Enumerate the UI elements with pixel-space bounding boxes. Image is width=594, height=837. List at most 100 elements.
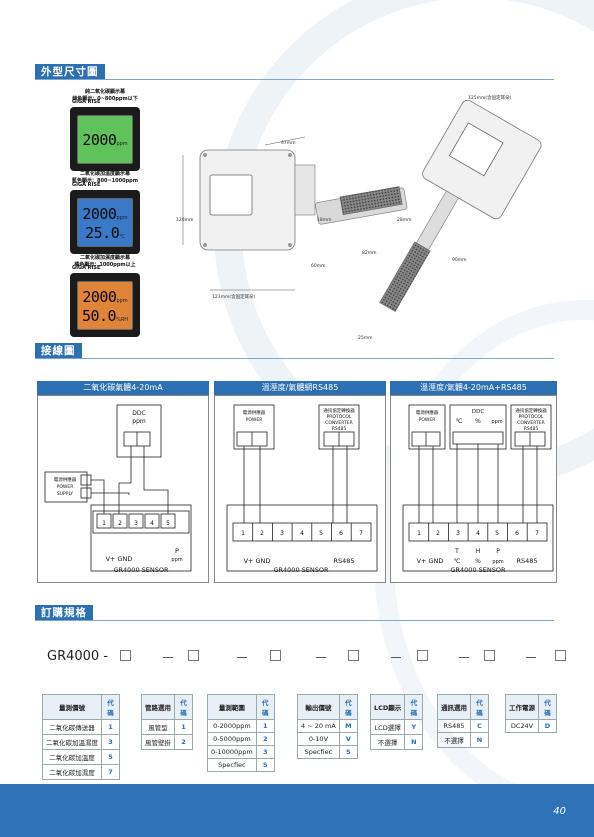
svg-text:7: 7 — [359, 530, 363, 537]
converter-label-en: CONVERTER — [325, 420, 353, 426]
sensor-terminal-block — [92, 510, 190, 534]
table-cell-code: 1 — [255, 719, 275, 733]
model-prefix: GR4000 - — [47, 649, 109, 664]
table-cell-code: 5 — [101, 749, 120, 765]
section-title-wiring: 接線圖 — [35, 343, 82, 359]
page-number: 40 — [553, 806, 566, 817]
ppm-small-label: ppm — [492, 559, 503, 565]
spec-box[interactable] — [120, 650, 131, 661]
converter-label-cn: 通訊協定轉換器 — [515, 407, 547, 414]
section-title-dimensions: 外型尺寸圖 — [35, 64, 105, 80]
converter-label-cn: 通訊協定轉換器 — [323, 407, 355, 414]
dimension-label: 120mm — [176, 218, 194, 223]
lcd-caption-line: 綠色顯示：0~800ppm以下 — [72, 96, 138, 102]
lcd-reading: 2000 — [82, 131, 117, 149]
spec-box[interactable] — [417, 650, 428, 661]
rs485-label: RS485 — [333, 557, 354, 565]
section-divider — [35, 620, 554, 621]
brand-label: GIGA RISE — [72, 265, 101, 271]
percent-label: % — [475, 558, 481, 565]
svg-text:5: 5 — [495, 530, 499, 537]
table-cell-code: 2 — [174, 734, 193, 750]
lcd-reading: 2000 — [82, 204, 117, 223]
lcd-unit: ppm — [116, 214, 128, 221]
page-footer: 40 — [0, 784, 594, 837]
lcd-display-orange: GIGA RISE 2000ppm 50.0%RH — [70, 265, 140, 337]
table-cell-code: N — [470, 732, 489, 748]
dimension-line — [264, 136, 306, 146]
table-header-code: 代碼 — [174, 694, 193, 720]
table-header: 量測價號 — [42, 694, 102, 720]
table-header-code: 代碼 — [404, 694, 424, 720]
spec-box[interactable] — [348, 650, 359, 661]
dimension-label: 28mm — [397, 218, 412, 223]
brand-label: GIGA RISE — [72, 99, 101, 105]
probe-filter — [339, 186, 403, 216]
power-supply-label-cn: 電源供應器 — [54, 476, 77, 483]
separator-dash — [391, 657, 401, 658]
svg-text:7: 7 — [535, 530, 539, 537]
converter-label-en: PROTOCOL — [327, 414, 352, 420]
svg-text:5: 5 — [166, 520, 170, 527]
svg-text:3: 3 — [134, 520, 138, 527]
spec-box[interactable] — [484, 650, 495, 661]
table-cell: Specfiec — [297, 745, 340, 759]
spec-box[interactable] — [270, 650, 281, 661]
table-cell: 二氧化碳加濕度 — [42, 764, 102, 780]
table-cell: LCD選擇 — [369, 719, 406, 735]
table-cell-code: 3 — [101, 734, 120, 750]
table-cell-code: 7 — [101, 764, 120, 780]
wiring-diagrams: DDC ppm 電源供應器 POWER SUPPLY 1 2 3 4 5 V+ … — [44, 404, 554, 574]
table-header: 量測範圍 — [207, 694, 257, 720]
svg-text:6: 6 — [339, 530, 343, 537]
svg-text:5: 5 — [319, 530, 323, 537]
lcd-caption-line: 橘色顯示：1000ppm以上 — [74, 262, 136, 268]
table-cell: 風管型 — [141, 719, 175, 735]
table-cell: 不選擇 — [369, 734, 406, 750]
t-label: T — [454, 548, 459, 555]
separator-dash — [316, 657, 326, 658]
section-divider — [35, 79, 554, 80]
mount-hole — [203, 243, 207, 247]
table-cell-code: S — [338, 745, 358, 759]
rs485-label: RS485 — [516, 557, 537, 565]
device-side — [294, 164, 316, 216]
svg-text:3: 3 — [280, 530, 284, 537]
percent-label: % — [475, 418, 481, 425]
h-label: H — [476, 548, 481, 555]
sensor-label: GR4000 SENSOR — [450, 566, 505, 574]
mount-hole — [288, 153, 292, 157]
separator-dash — [163, 657, 173, 658]
spec-box[interactable] — [188, 650, 199, 661]
device-window — [209, 174, 253, 216]
power-supply-label-en: SUPPLY — [57, 491, 73, 497]
deg-c-label: ℃ — [454, 558, 461, 565]
table-cell-code: N — [404, 734, 424, 750]
vplus-gnd-label: V+ GND — [244, 557, 271, 565]
table-cell: 0-2000ppm — [207, 719, 257, 733]
table-cell-code: C — [470, 719, 489, 733]
separator-dash — [526, 657, 536, 658]
spec-box[interactable] — [555, 650, 566, 661]
table-cell: 不選擇 — [437, 732, 471, 748]
wiring-panel-title: 溫溼度/氣體網RS485 — [214, 381, 386, 395]
svg-text:1: 1 — [241, 530, 245, 537]
device-dimension-drawing — [182, 99, 542, 312]
lcd-caption-line: 二氧化碳加溫度顯示幕 — [79, 171, 130, 177]
table-header: 通訊選用 — [437, 694, 471, 720]
